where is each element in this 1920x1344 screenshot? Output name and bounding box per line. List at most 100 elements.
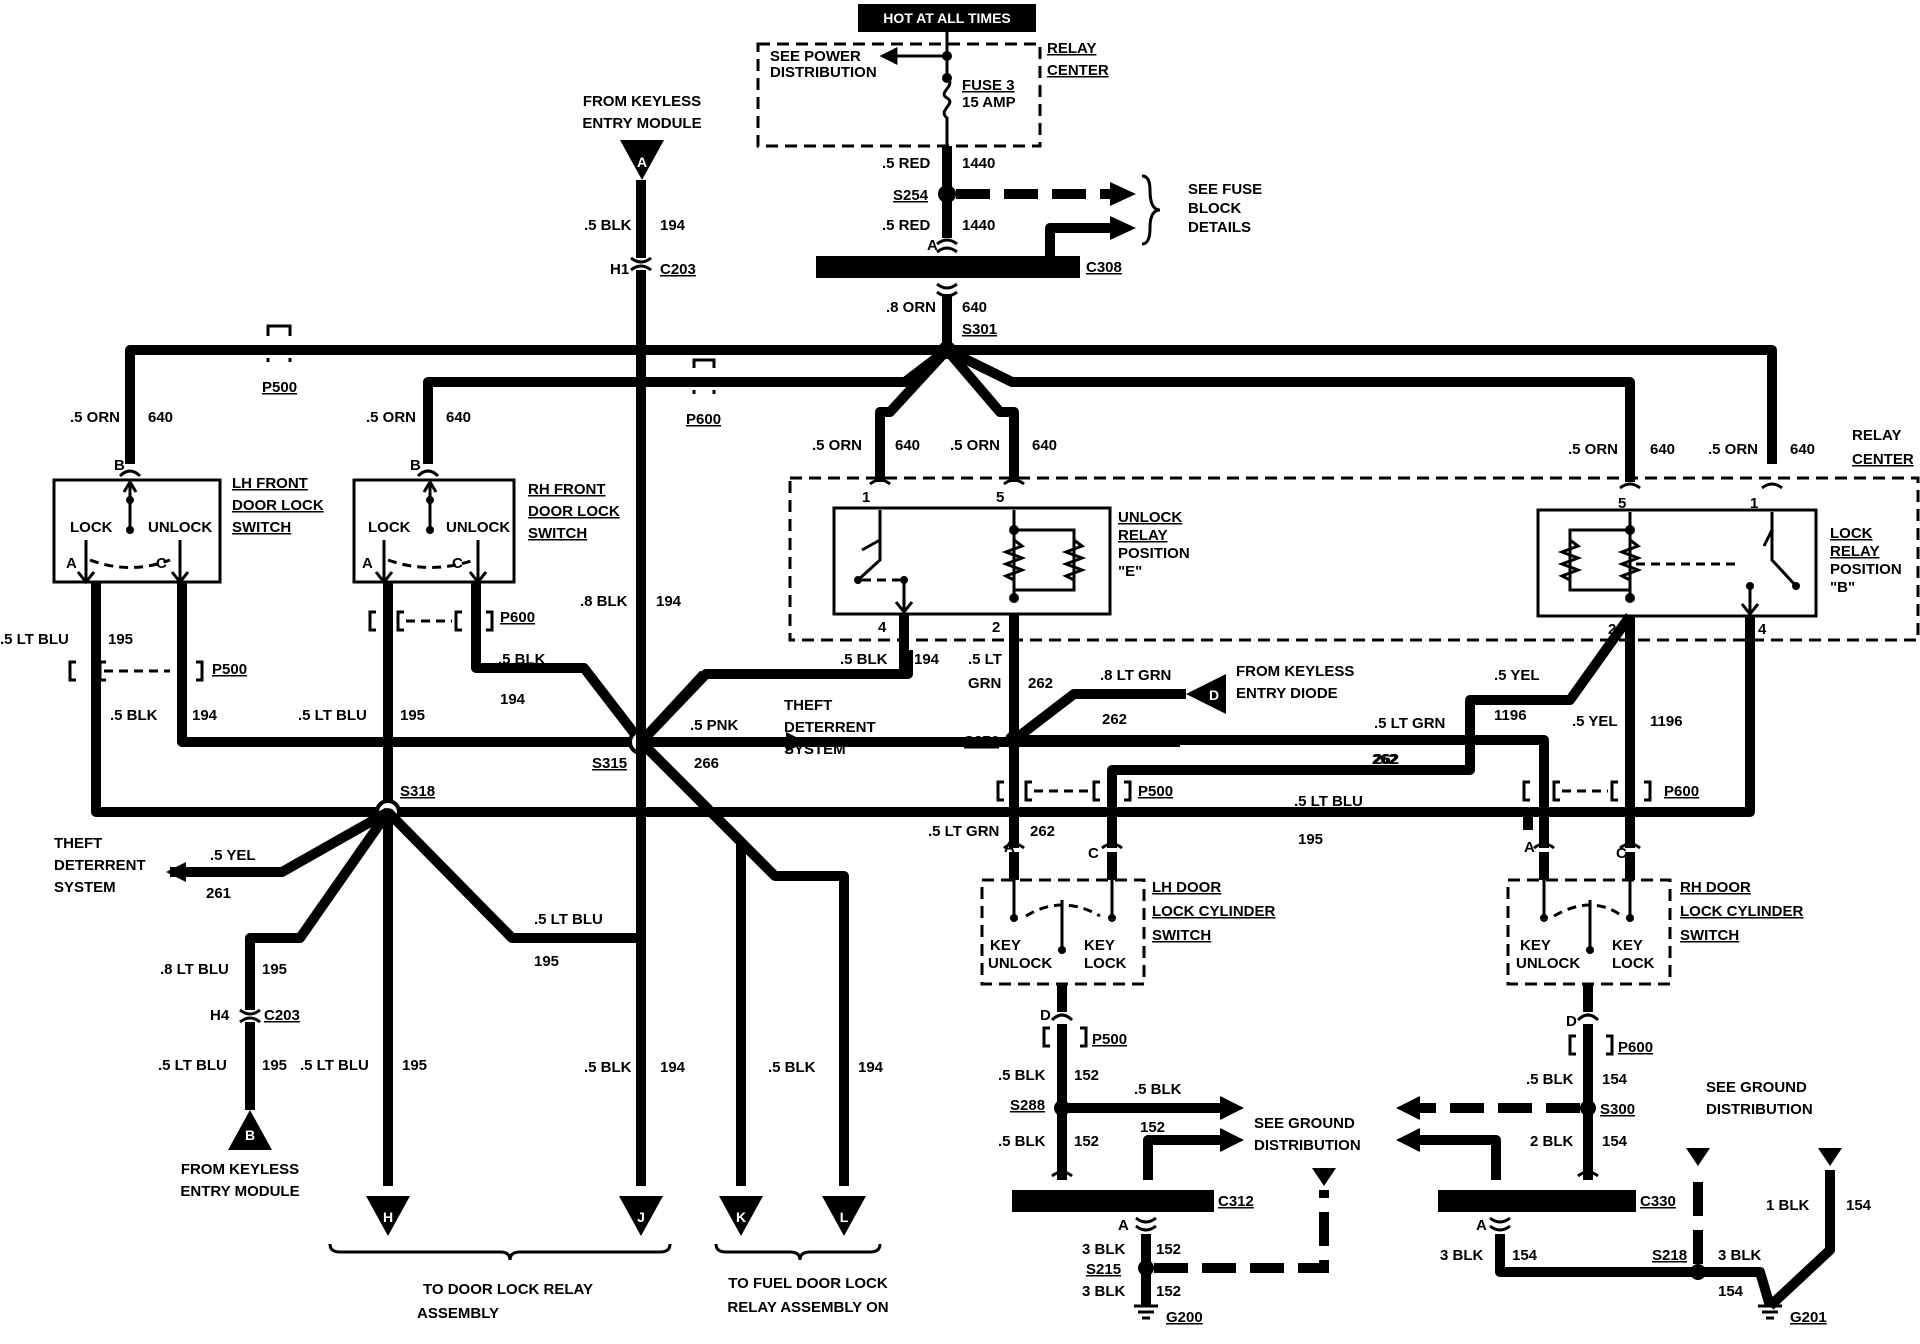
ground-g201-label: G201: [1790, 1309, 1827, 1326]
lh-switch-name-2: DOOR LOCK: [232, 497, 324, 514]
theft-right-3: SYSTEM: [784, 741, 846, 758]
wire-num-194-top: 194: [660, 217, 686, 234]
splice-s215: [1138, 1260, 1154, 1276]
wire-num-640-lh: 640: [148, 409, 173, 426]
wire-num-1440-2: 1440: [962, 217, 995, 234]
output-j-label: J: [637, 1209, 645, 1225]
lh-switch-name-3: SWITCH: [232, 519, 291, 536]
lh-front-door-lock-switch: B LOCK UNLOCK LH FRONT DOOR LOCK SWITCH …: [52, 457, 324, 585]
ground-dist-center-1: SEE GROUND: [1254, 1115, 1355, 1132]
wire-num-262-dup: 262: [1372, 751, 1397, 768]
wire-lbl-blk-194-top: .5 BLK: [584, 217, 632, 234]
c203-lower-label: C203: [264, 1007, 300, 1024]
c308-pin-a: A: [927, 237, 938, 254]
lock-pin-4: 4: [1758, 621, 1767, 638]
lock-pin-5: 5: [1618, 495, 1626, 512]
wire-lbl-blk-152-b: .5 BLK: [1134, 1081, 1182, 1098]
wire-num-195-08: 195: [262, 961, 287, 978]
unlock-pin-5: 5: [996, 489, 1004, 506]
wire-num-154-a: 154: [1602, 1071, 1628, 1088]
rh-lock-label: LOCK: [368, 519, 411, 536]
relay-center-top-1: RELAY: [1047, 40, 1096, 57]
wire-num-154-e: 154: [1846, 1197, 1872, 1214]
wire-lbl-ltgrn-right: .5 LT GRN: [1374, 715, 1445, 732]
splice-s301-label: S301: [962, 321, 997, 338]
lh-pin-b: B: [114, 457, 125, 474]
connector-d-label: D: [1209, 687, 1219, 703]
lh-switch-name-1: LH FRONT: [232, 475, 308, 492]
wire-num-194-lh-c: 194: [192, 707, 218, 724]
theft-left-1: THEFT: [54, 835, 102, 852]
unlock-pin-4: 4: [878, 619, 887, 636]
lock-relay-box: [1536, 508, 1818, 618]
connector-a-triangle: [620, 140, 664, 180]
wire-num-194-unlock-4: 194: [914, 651, 940, 668]
wire-num-195-h: 195: [402, 1057, 427, 1074]
lhc-key-unlock: UNLOCK: [988, 955, 1052, 972]
lhc-pin-a: A: [1004, 839, 1015, 856]
splice-s254-label: S254: [893, 187, 929, 204]
left-wiring: P500 P600 .5 LT BLU 195 .5 BLK 194 .5 LT…: [0, 93, 1533, 1322]
splice-s254: [938, 185, 956, 203]
wire-num-194-mid: 194: [656, 593, 682, 610]
rh-switch-name-1: RH FRONT: [528, 481, 606, 498]
lhc-pin-c: C: [1088, 845, 1099, 862]
door-lock-relay-label-1: TO DOOR LOCK RELAY: [423, 1281, 593, 1298]
lhc-key-1: KEY: [990, 937, 1021, 954]
keyless-b-from-2: ENTRY MODULE: [180, 1183, 299, 1200]
wire-lbl-blk-rh-c: .5 BLK: [498, 651, 546, 668]
ground-circuits: P500 .5 BLK 152 S288 .5 BLK 152 SEE GROU…: [998, 984, 1872, 1326]
wire-num-194-l: 194: [858, 1059, 884, 1076]
wire-num-262-lhc: 262: [1030, 823, 1055, 840]
wire-lbl-blk-j: .5 BLK: [584, 1059, 632, 1076]
p600-rhc-label: P600: [1664, 783, 1699, 800]
fuel-door-label-1: TO FUEL DOOR LOCK: [728, 1275, 888, 1292]
wire-lbl-blk-152-a: .5 BLK: [998, 1067, 1046, 1084]
unlock-relay-box: [832, 506, 1112, 616]
lhc-name-1: LH DOOR: [1152, 879, 1221, 896]
p600-top-label: P600: [686, 411, 721, 428]
wire-lbl-3blk-b: 3 BLK: [1082, 1283, 1126, 1300]
wire-lbl-orn-lock-1: .5 ORN: [1708, 441, 1758, 458]
splice-s318-label: S318: [400, 783, 435, 800]
lhc-name-2: LOCK CYLINDER: [1152, 903, 1276, 920]
wire-lbl-grn: GRN: [968, 675, 1001, 692]
connector-c312: [1012, 1190, 1214, 1212]
wire-lbl-blk-l: .5 BLK: [768, 1059, 816, 1076]
wire-lbl-ltblu-mid: .5 LT BLU: [534, 911, 603, 928]
splice-s288-label: S288: [1010, 1097, 1045, 1114]
wire-lbl-ltblu-08: .8 LT BLU: [160, 961, 229, 978]
wire-num-1440-1: 1440: [962, 155, 995, 172]
wire-lbl-ltblu-right: .5 LT BLU: [1294, 793, 1363, 810]
lock-relay-name-1: LOCK: [1830, 525, 1873, 542]
rh-door-lock-cylinder-switch: A C KEY UNLOCK KEY LOCK RH DOOR LOCK CYL…: [1506, 839, 1804, 1030]
connector-c330-label: C330: [1640, 1193, 1676, 1210]
keyless-b-from-1: FROM KEYLESS: [181, 1161, 299, 1178]
lh-pin-a: A: [66, 555, 77, 572]
power-section: HOT AT ALL TIMES SEE POWER DISTRIBUTION …: [756, 4, 1262, 359]
splice-s300: [1580, 1100, 1596, 1116]
hot-at-all-times-label: HOT AT ALL TIMES: [883, 10, 1011, 26]
p500-lh-switch-label: P500: [212, 661, 247, 678]
c203-pin-h1: H1: [610, 261, 629, 278]
unlock-relay-name-3: POSITION: [1118, 545, 1190, 562]
output-k-triangle: [719, 1196, 763, 1236]
diode-label-1: FROM KEYLESS: [1236, 663, 1354, 680]
output-l-label: L: [840, 1209, 849, 1225]
ground-dist-center-2: DISTRIBUTION: [1254, 1137, 1361, 1154]
wire-lbl-3blk-d: 3 BLK: [1718, 1247, 1762, 1264]
wire-label-red-1: .5 RED: [882, 155, 931, 172]
wire-num-194-rh-c: 194: [500, 691, 526, 708]
lock-relay-name-3: POSITION: [1830, 561, 1902, 578]
wire-num-262-right: 262: [1374, 751, 1399, 768]
wire-num-1196-b: 1196: [1650, 713, 1683, 730]
orn-640-distribution: P500 P600 .5 ORN 640 .5 ORN 640 .5 ORN 6…: [70, 324, 1815, 482]
door-lock-relay-label-2: ASSEMBLY: [417, 1305, 499, 1322]
lhc-key-2: KEY: [1084, 937, 1115, 954]
rhc-pin-d: D: [1566, 1013, 1577, 1030]
rh-unlock-label: UNLOCK: [446, 519, 510, 536]
wire-num-266: 266: [694, 755, 719, 772]
wire-lbl-ltblu-h: .5 LT BLU: [300, 1057, 369, 1074]
lhc-pin-d: D: [1040, 1007, 1051, 1024]
wire-num-195-right: 195: [1298, 831, 1323, 848]
